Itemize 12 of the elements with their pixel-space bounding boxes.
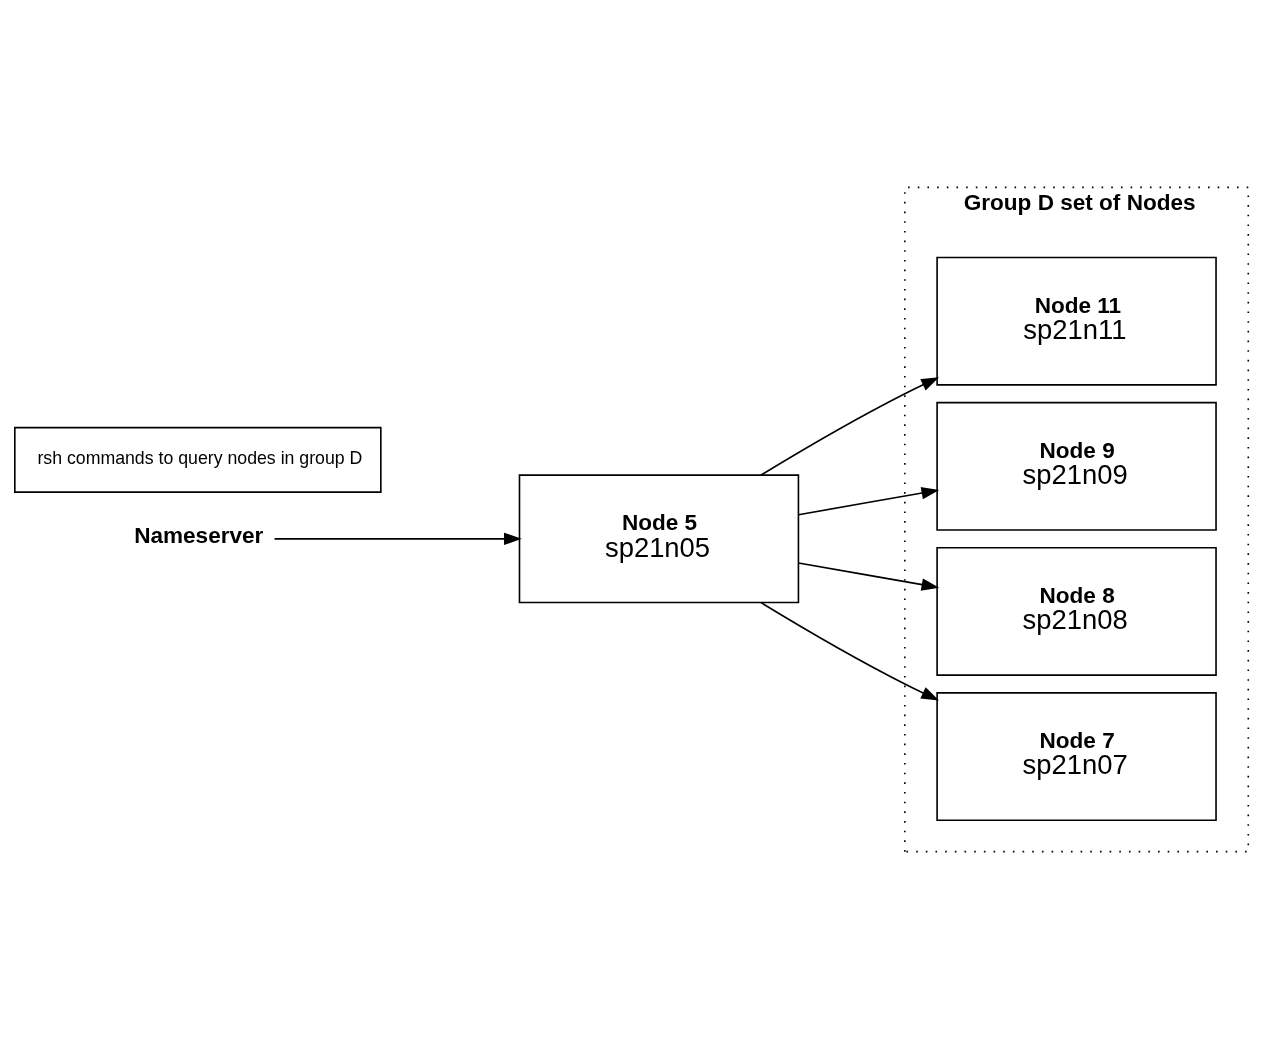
node-box: Node 8 sp21n08 [936, 546, 1217, 676]
arrow [760, 601, 940, 700]
arrow [797, 561, 940, 591]
node-box: Node 9 sp21n09 [936, 401, 1217, 531]
arrow [760, 376, 940, 476]
node-box: Node 7 sp21n07 [936, 691, 1217, 821]
node-text: Nameserver [134, 522, 264, 548]
node-box: rsh commands to query nodes in group D [14, 426, 382, 493]
node-box: Node 5 sp21n05 [518, 473, 800, 603]
node-box: Node 11 sp21n11 [936, 256, 1217, 386]
arrow [273, 532, 522, 545]
arrow [797, 486, 940, 515]
